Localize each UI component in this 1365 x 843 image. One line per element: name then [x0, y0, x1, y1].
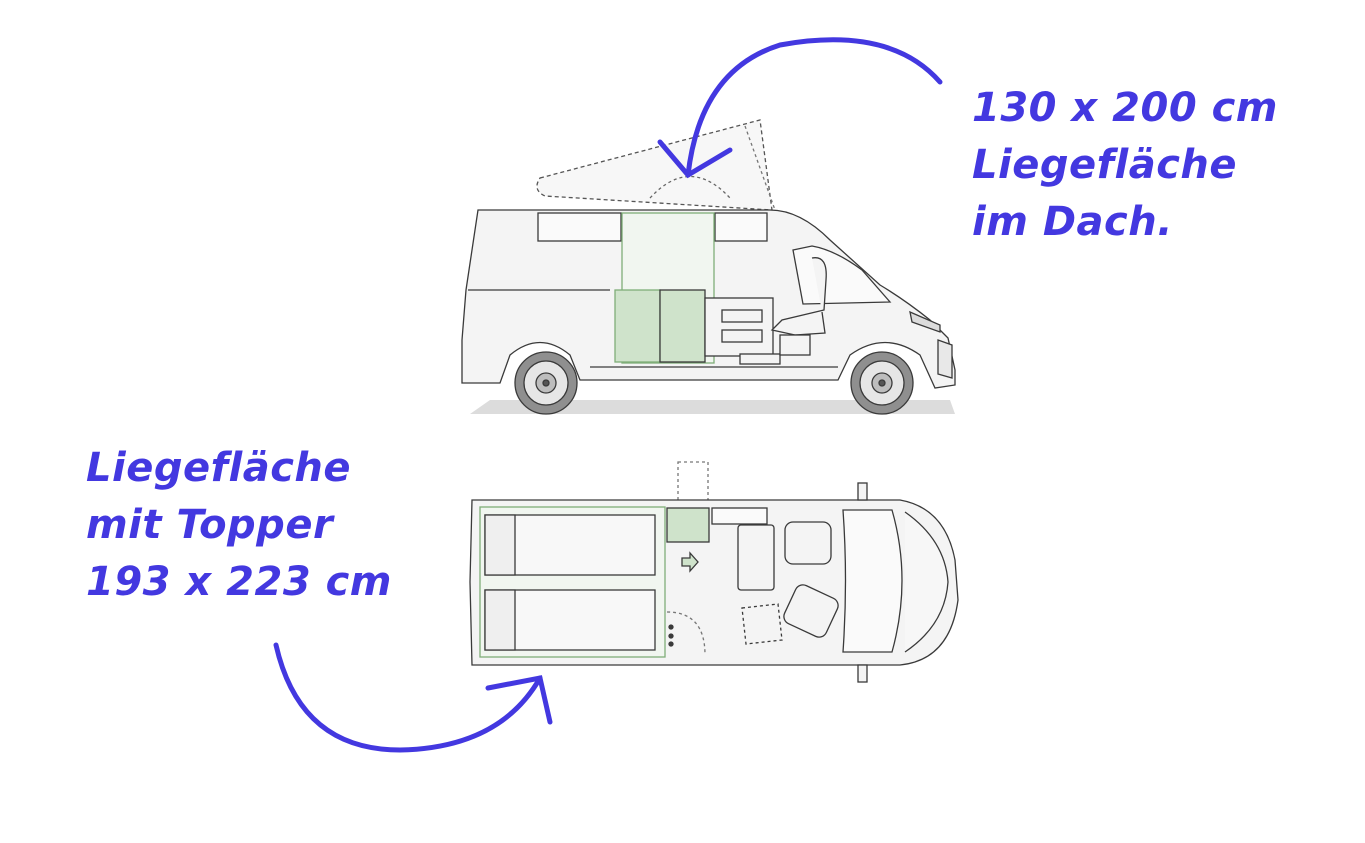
drawer-1	[721, 309, 763, 323]
seat-bench	[614, 289, 661, 363]
step-mark	[668, 633, 674, 639]
roof-bed-annotation: 130 x 200 cm Liegefläche im Dach.	[972, 80, 1278, 251]
van-top-view	[469, 461, 959, 683]
van-side-view	[461, 119, 956, 415]
counter	[711, 507, 768, 525]
step-mark	[668, 624, 674, 630]
floor-bed-annotation: Liegefläche mit Topper 193 x 223 cm	[86, 440, 392, 611]
floor-bed-arrow	[273, 642, 553, 753]
cupboard	[704, 297, 774, 357]
roof-bed-location: im Dach.	[972, 199, 1173, 245]
floor-bed-size: 193 x 223 cm	[86, 559, 392, 605]
windshield	[842, 509, 903, 653]
lower-pillow	[484, 589, 516, 651]
seat-top	[784, 521, 832, 565]
roof-hatch	[677, 461, 709, 503]
door-sweep	[666, 611, 706, 656]
front-wheel	[850, 351, 914, 415]
roof-bed-arrow	[657, 37, 943, 179]
roof-strut	[744, 125, 776, 211]
ground-shadow	[470, 400, 955, 414]
mirror-left	[857, 482, 868, 501]
hood	[904, 511, 949, 653]
entry-arrow	[681, 551, 699, 573]
kitchen-block	[659, 289, 706, 363]
drawer-2	[721, 329, 763, 343]
seat-base	[779, 334, 811, 356]
floor-bed-topper: mit Topper	[86, 502, 334, 548]
seat-bottom	[783, 584, 839, 638]
floor-box	[739, 353, 781, 365]
floor-bed-label: Liegefläche	[86, 445, 352, 491]
rear-wheel	[514, 351, 578, 415]
mirror-right	[857, 664, 868, 683]
pop-up-roof	[536, 119, 773, 211]
headlight	[909, 310, 941, 333]
table	[741, 603, 783, 645]
roof-bed-label: Liegefläche	[972, 142, 1238, 188]
rear-window	[537, 212, 622, 242]
cabinet	[737, 524, 775, 591]
roof-bed-size: 130 x 200 cm	[972, 85, 1278, 131]
side-window	[714, 212, 768, 242]
upper-pillow	[484, 514, 516, 576]
step-mark	[668, 641, 674, 647]
front-grille	[937, 339, 953, 379]
sink	[666, 507, 710, 543]
driver-seat	[770, 257, 827, 336]
